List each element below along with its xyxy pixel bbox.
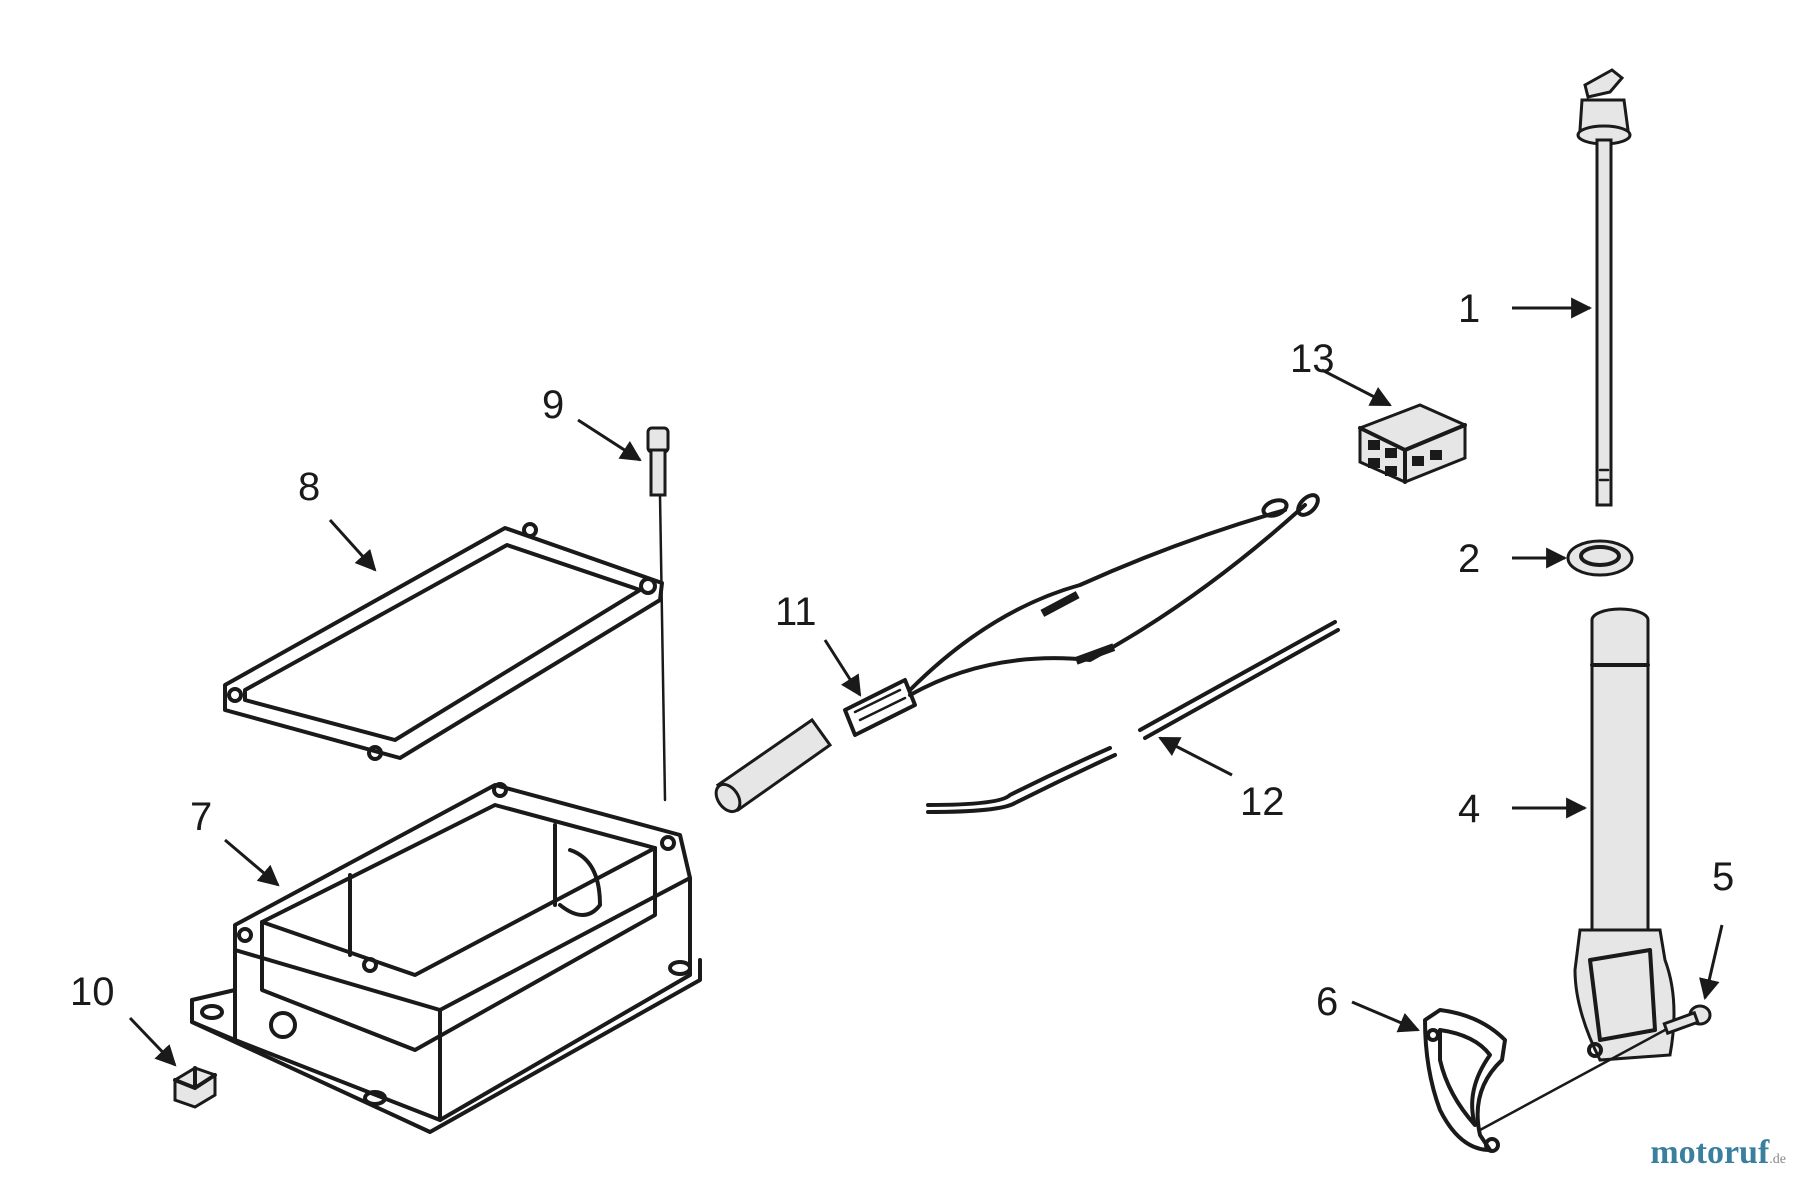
callout-5: 5: [1712, 855, 1734, 899]
callout-11: 11: [775, 590, 817, 634]
connector-block: [1358, 403, 1467, 484]
tube-segments: [926, 620, 1340, 814]
callouts: 1 2 4 5 6 7 8 9 10 11 12 13: [70, 287, 1734, 1024]
callout-4: 4: [1458, 787, 1480, 831]
callout-9: 9: [542, 383, 564, 427]
gasket: [223, 522, 664, 761]
leader-lines: [128, 297, 1724, 1067]
callout-13: 13: [1290, 337, 1335, 381]
watermark-brand: motoruf: [1650, 1134, 1770, 1171]
drain-plug: [173, 1066, 217, 1109]
cover-gasket: [1423, 1008, 1507, 1153]
oil-sensor-wire: [714, 493, 1320, 814]
fill-tube: [1573, 607, 1676, 1062]
o-ring: [1566, 539, 1634, 577]
callout-2: 2: [1458, 537, 1480, 581]
watermark-suffix: .de: [1769, 1152, 1786, 1167]
callout-10: 10: [70, 970, 115, 1014]
callout-1: 1: [1458, 287, 1480, 331]
bolt: [646, 426, 670, 802]
oil-pan-housing: [190, 782, 702, 1134]
dipstick: [1576, 68, 1632, 507]
watermark: motoruf.de: [1650, 1134, 1786, 1172]
callout-7: 7: [190, 795, 212, 839]
screw: [1478, 1004, 1712, 1132]
callout-6: 6: [1316, 980, 1338, 1024]
callout-8: 8: [298, 465, 320, 509]
callout-12: 12: [1240, 780, 1285, 824]
